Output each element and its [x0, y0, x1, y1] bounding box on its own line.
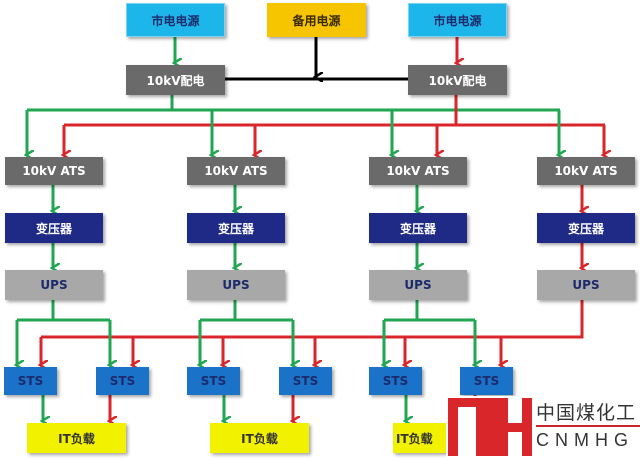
sts-box: STS [96, 367, 149, 395]
transformer-box: 变压器 [5, 213, 103, 243]
ups-box: UPS [5, 270, 103, 300]
sts-box: STS [4, 367, 57, 395]
logo-mark-icon [446, 396, 534, 458]
distribution-left: 10kV配电 [126, 65, 225, 95]
utility-source-left: 市电电源 [126, 3, 225, 37]
ats-box: 10kV ATS [187, 157, 285, 185]
sts-box: STS [279, 367, 332, 395]
transformer-box: 变压器 [537, 213, 635, 243]
it-load-box: IT负载 [210, 423, 309, 453]
ats-box: 10kV ATS [5, 157, 103, 185]
ats-box: 10kV ATS [537, 157, 635, 185]
transformer-box: 变压器 [187, 213, 285, 243]
ups-box: UPS [187, 270, 285, 300]
transformer-box: 变压器 [369, 213, 467, 243]
backup-source: 备用电源 [267, 3, 366, 37]
wire-red-ups-bus [41, 300, 584, 339]
watermark-cn-text: 中国煤化工 [536, 402, 637, 424]
watermark-divider [536, 425, 640, 427]
watermark-logo: 中国煤化工 CNMHG [446, 396, 640, 458]
it-load-box: IT负载 [27, 423, 126, 453]
watermark-en-text: CNMHG [536, 430, 634, 450]
sts-box: STS [369, 367, 422, 395]
sts-box: STS [187, 367, 240, 395]
ats-box: 10kV ATS [369, 157, 467, 185]
utility-source-right: 市电电源 [408, 3, 507, 37]
ups-box: UPS [369, 270, 467, 300]
ups-box: UPS [537, 270, 635, 300]
distribution-right: 10kV配电 [408, 65, 507, 95]
sts-box: STS [460, 367, 513, 395]
